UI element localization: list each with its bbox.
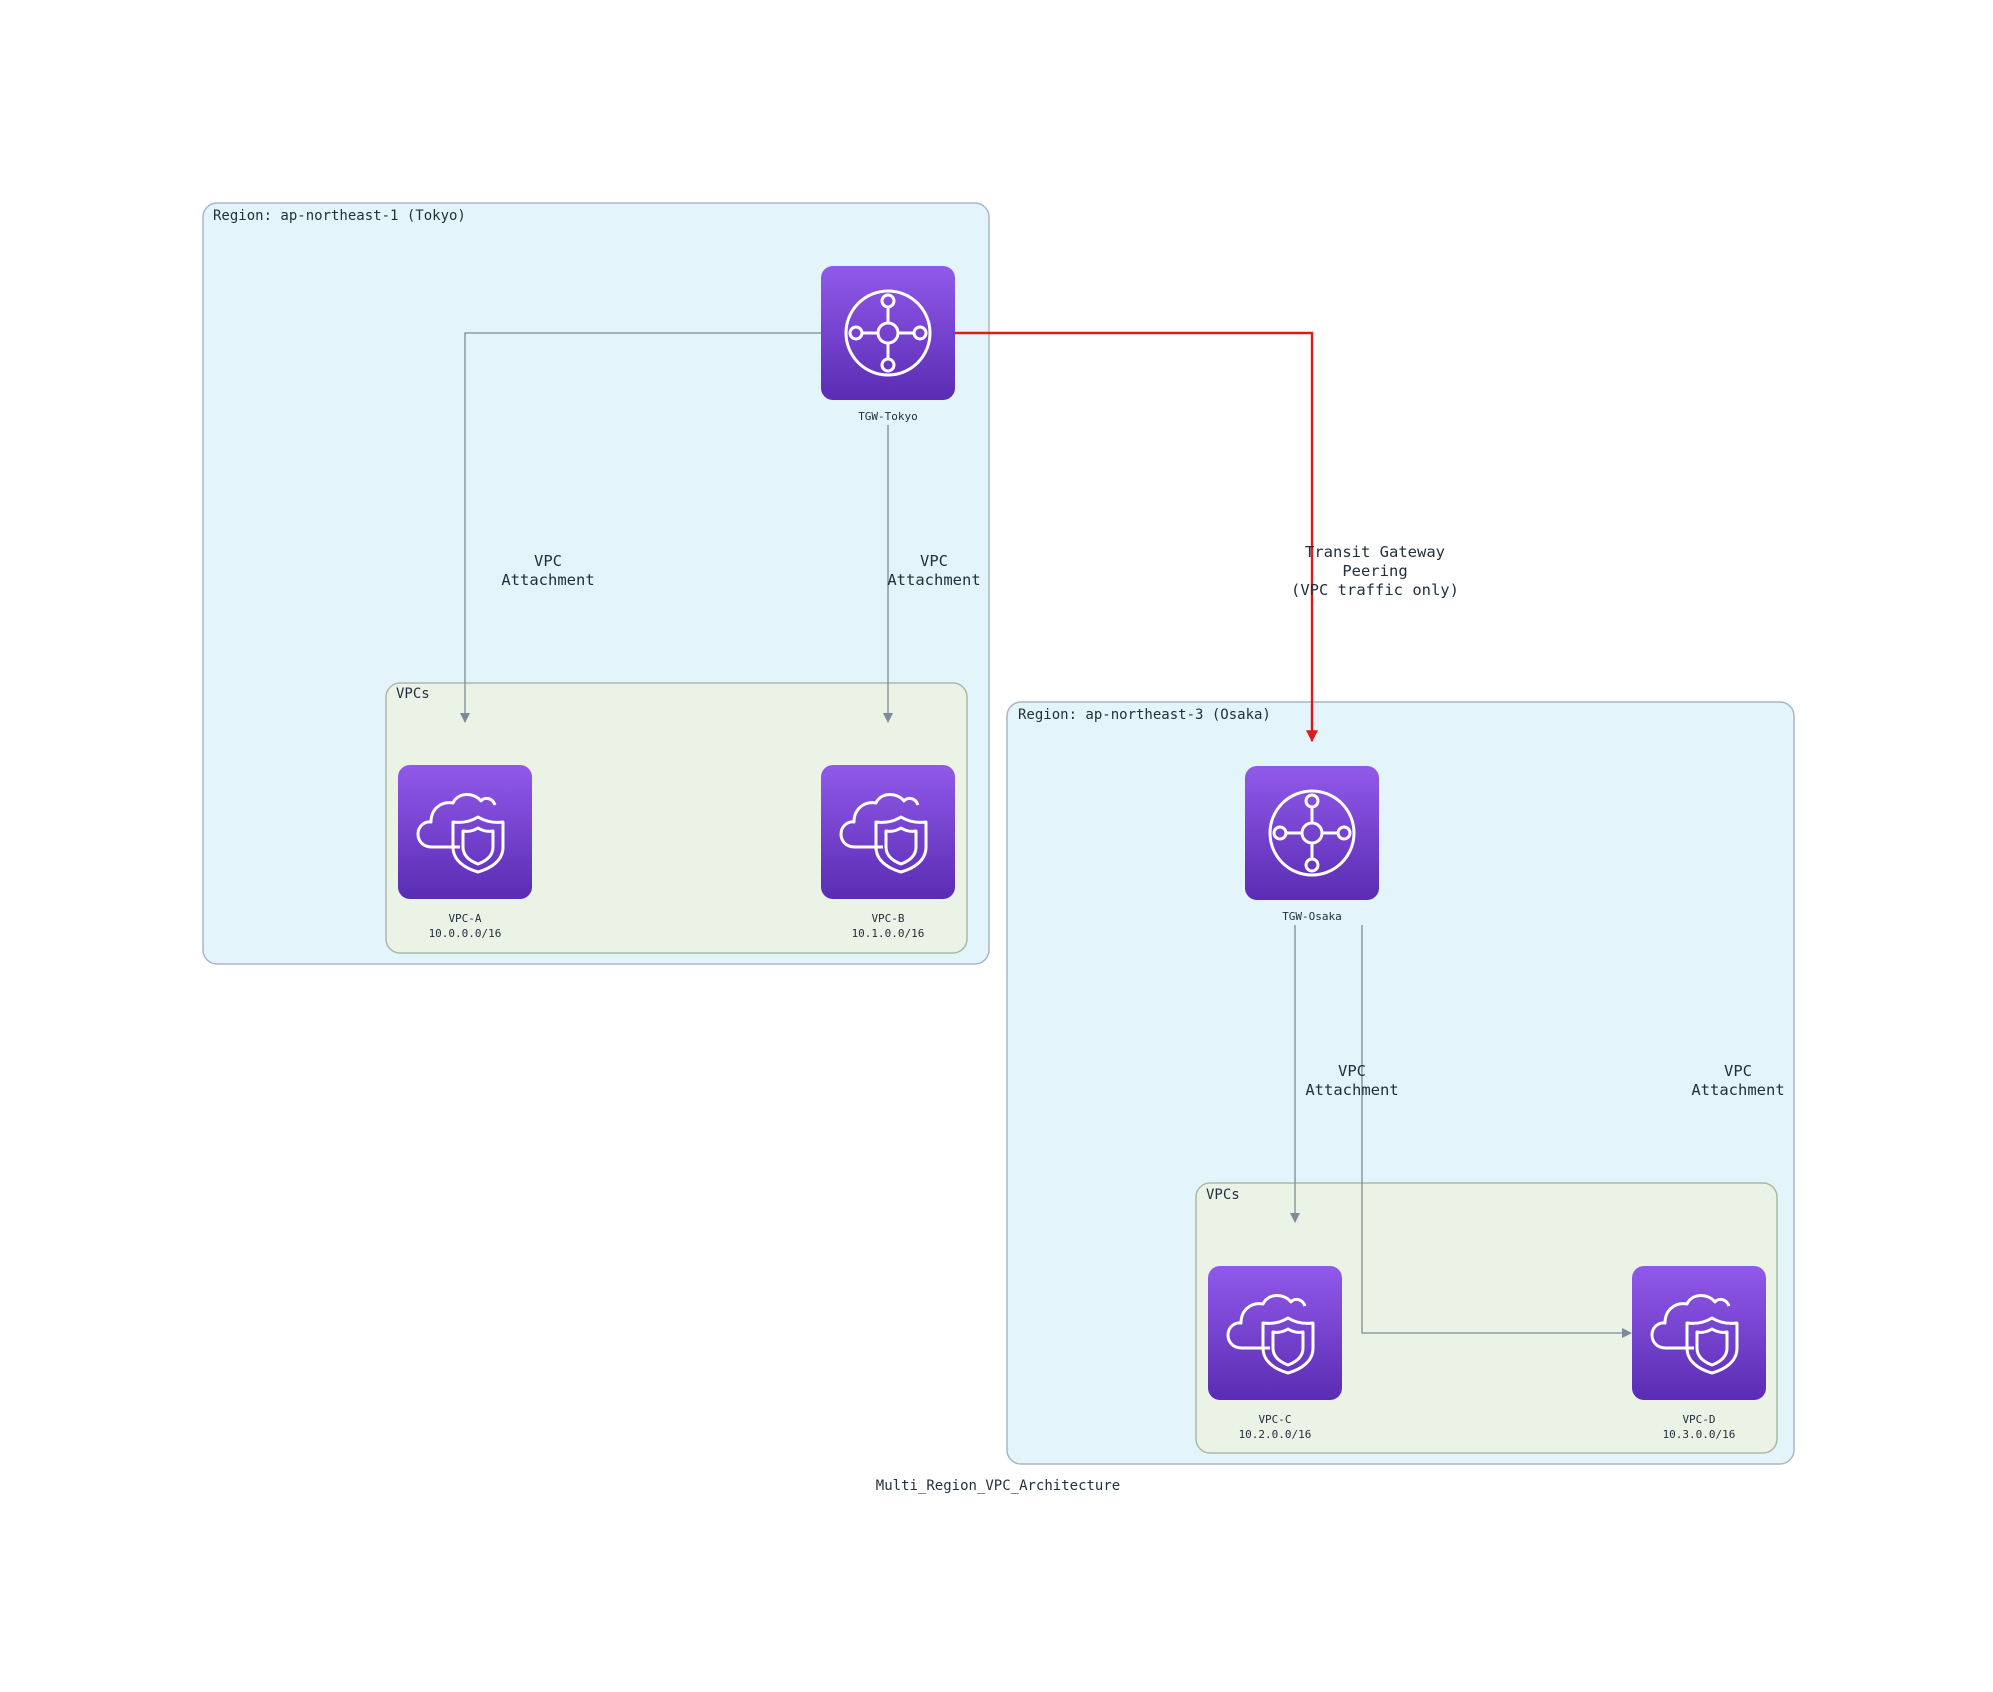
region-tokyo: Region: ap-northeast-1 (Tokyo) VPCs TGW-… [202, 202, 990, 965]
vpcs-group-tokyo-label: VPCs [396, 686, 430, 702]
edge-label-vpc-a-attachment: VPC Attachment [501, 552, 594, 589]
transit-gateway-icon [819, 264, 957, 402]
svg-text:Attachment: Attachment [1691, 1081, 1784, 1099]
vpc-c-node[interactable]: VPC-C 10.2.0.0/16 [1206, 1264, 1344, 1441]
region-osaka: Region: ap-northeast-3 (Osaka) VPCs TGW-… [1006, 701, 1795, 1465]
edge-label-vpc-c-attachment: VPC Attachment [1305, 1062, 1398, 1099]
edge-tgw-tokyo-to-vpc-a [460, 332, 821, 723]
svg-text:Attachment: Attachment [1305, 1081, 1398, 1099]
vpc-b-cidr: 10.1.0.0/16 [852, 927, 925, 940]
edge-tgw-peering [955, 331, 1318, 743]
tgw-tokyo-label: TGW-Tokyo [858, 410, 918, 423]
edge-tgw-osaka-to-vpc-d [1361, 925, 1632, 1338]
tgw-tokyo-node[interactable]: TGW-Tokyo [819, 264, 957, 423]
vpc-cloud-shield-icon [1206, 1264, 1344, 1402]
region-osaka-label: Region: ap-northeast-3 (Osaka) [1018, 707, 1271, 723]
svg-text:Peering: Peering [1342, 562, 1407, 580]
vpc-cloud-shield-icon [396, 763, 534, 901]
diagram-caption: Multi_Region_VPC_Architecture [876, 1478, 1120, 1494]
vpc-c-cidr: 10.2.0.0/16 [1239, 1428, 1312, 1441]
edge-label-tgw-peering: Transit Gateway Peering (VPC traffic onl… [1291, 543, 1459, 599]
vpc-d-node[interactable]: VPC-D 10.3.0.0/16 [1630, 1264, 1768, 1441]
vpc-b-name: VPC-B [871, 912, 904, 925]
svg-text:VPC: VPC [920, 552, 948, 570]
svg-text:Transit Gateway: Transit Gateway [1305, 543, 1445, 561]
svg-text:VPC: VPC [534, 552, 562, 570]
edge-label-vpc-b-attachment: VPC Attachment [887, 552, 980, 589]
vpc-a-node[interactable]: VPC-A 10.0.0.0/16 [396, 763, 534, 940]
vpc-cloud-shield-icon [1630, 1264, 1768, 1402]
svg-text:Attachment: Attachment [887, 571, 980, 589]
svg-text:(VPC traffic only): (VPC traffic only) [1291, 581, 1459, 599]
svg-text:VPC: VPC [1338, 1062, 1366, 1080]
vpc-c-name: VPC-C [1258, 1413, 1291, 1426]
edge-label-vpc-d-attachment: VPC Attachment [1691, 1062, 1784, 1099]
vpcs-group-osaka-label: VPCs [1206, 1187, 1240, 1203]
tgw-osaka-node[interactable]: TGW-Osaka [1243, 764, 1381, 923]
vpc-cloud-shield-icon [819, 763, 957, 901]
svg-text:Attachment: Attachment [501, 571, 594, 589]
vpc-d-cidr: 10.3.0.0/16 [1663, 1428, 1736, 1441]
svg-text:VPC: VPC [1724, 1062, 1752, 1080]
transit-gateway-icon [1243, 764, 1381, 902]
region-tokyo-label: Region: ap-northeast-1 (Tokyo) [213, 208, 466, 224]
vpc-a-name: VPC-A [448, 912, 481, 925]
tgw-osaka-label: TGW-Osaka [1282, 910, 1342, 923]
vpc-d-name: VPC-D [1682, 1413, 1715, 1426]
vpc-a-cidr: 10.0.0.0/16 [429, 927, 502, 940]
vpc-b-node[interactable]: VPC-B 10.1.0.0/16 [819, 763, 957, 940]
